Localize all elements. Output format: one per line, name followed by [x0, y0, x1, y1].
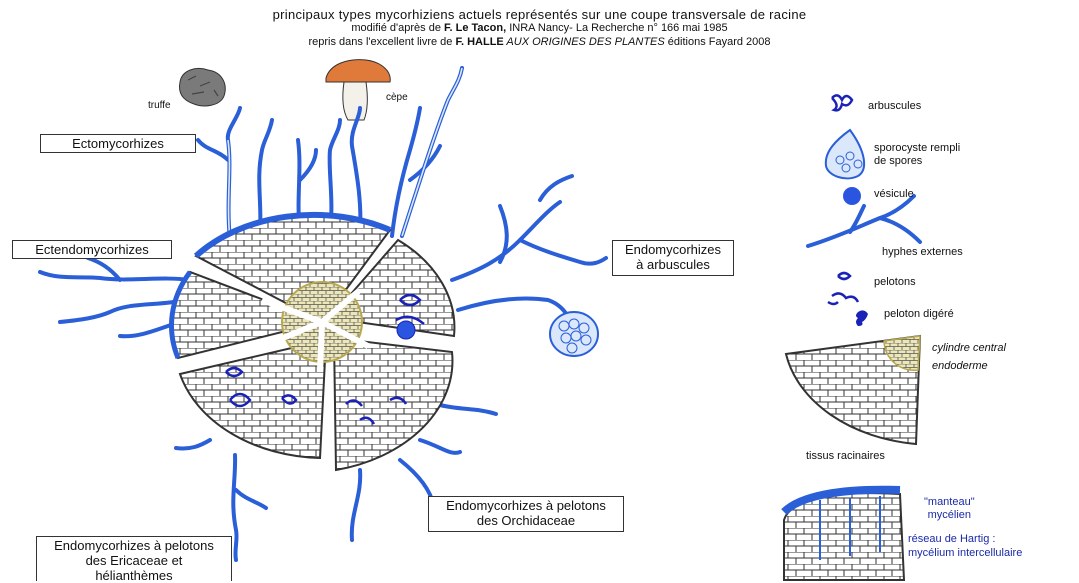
hyphae-label: hyphes externes: [882, 246, 963, 258]
vesicle-label: vésicule: [874, 188, 914, 200]
truffle-label: truffe: [148, 100, 171, 111]
orchid-line2: des Orchidaceae: [433, 513, 619, 528]
arbuscules-icon: [832, 95, 852, 110]
eric-line1: Endomycorhizes à pelotons: [41, 538, 227, 553]
mantle-legend: [784, 490, 904, 580]
digested-peloton-icon: [856, 310, 868, 326]
cep-label: cèpe: [386, 92, 408, 103]
endoderm-label: endoderme: [932, 360, 988, 372]
eric-line2: des Ericaceae et: [41, 553, 227, 568]
endo-arb-line2: à arbuscules: [617, 257, 729, 272]
hartig-label: réseau de Hartig : mycélium intercellula…: [908, 532, 1022, 560]
root-tissue-label: tissus racinaires: [806, 450, 885, 462]
ericaceae-box: Endomycorhizes à pelotons des Ericaceae …: [36, 536, 232, 581]
mantle-label: "manteau" mycélien: [924, 496, 975, 522]
orchid-box: Endomycorhizes à pelotons des Orchidacea…: [428, 496, 624, 532]
orchid-line1: Endomycorhizes à pelotons: [433, 498, 619, 513]
root-tissue-legend: [786, 336, 920, 444]
truffle-icon: [180, 69, 226, 106]
arbuscules-label: arbuscules: [868, 100, 921, 112]
mantle-label-2: mycélien: [924, 509, 975, 522]
endo-arb-box: Endomycorhizes à arbuscules: [612, 240, 734, 276]
endo-arb-hyphae: [452, 176, 606, 320]
sporocyst-label: sporocyste rempli de spores: [874, 142, 960, 168]
endo-arb-line1: Endomycorhizes: [617, 242, 729, 257]
digested-peloton-label: peloton digéré: [884, 308, 954, 320]
mantle-label-1: "manteau": [924, 496, 975, 509]
sporocyst-legend-icon: [826, 130, 864, 178]
central-cylinder-label: cylindre central: [932, 342, 1006, 354]
sporocyst-label-2: de spores: [874, 155, 960, 168]
pelotons-label: pelotons: [874, 276, 916, 288]
ectendo-hyphae: [40, 258, 190, 336]
sporocyst-label-1: sporocyste rempli: [874, 142, 960, 155]
hartig-label-2: mycélium intercellulaire: [908, 546, 1022, 560]
sporocyst-icon: [550, 312, 598, 356]
vesicle-legend-icon: [843, 187, 861, 205]
root-cross-section: [171, 215, 454, 470]
hartig-label-1: réseau de Hartig :: [908, 532, 1022, 546]
ectendo-box: Ectendomycorhizes: [12, 240, 172, 259]
ecto-box: Ectomycorhizes: [40, 134, 196, 153]
hyphae-legend-icon: [808, 196, 920, 246]
pelotons-legend-icon: [828, 273, 858, 304]
